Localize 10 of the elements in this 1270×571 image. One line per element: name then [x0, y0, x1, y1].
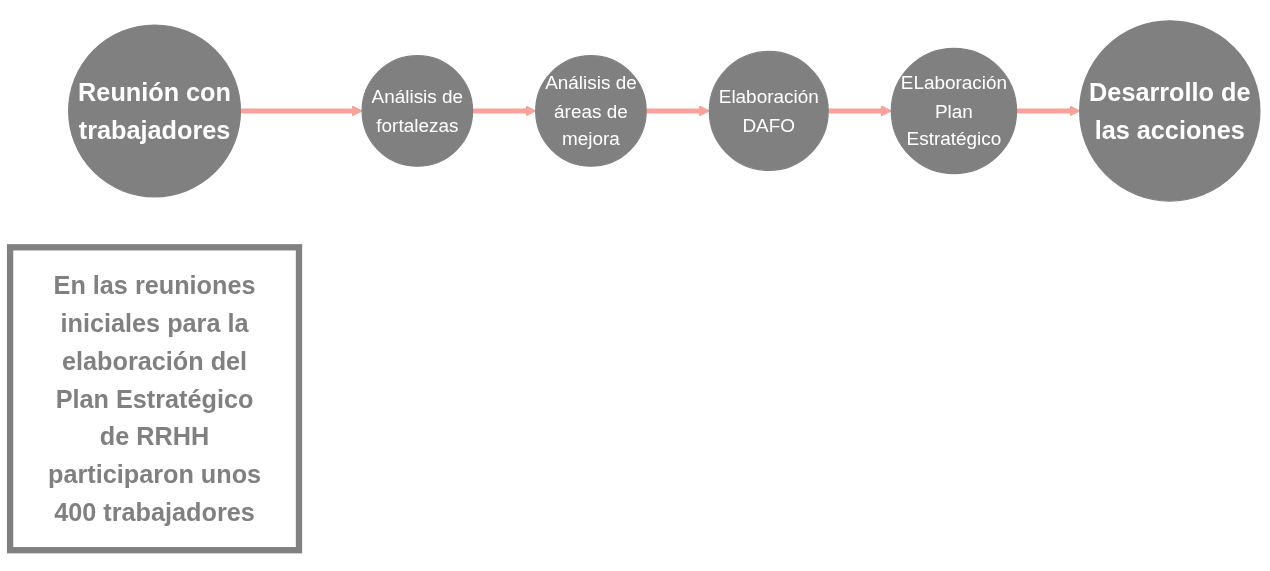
node-circle: Desarrollo de las acciones	[1079, 20, 1261, 202]
arrow	[646, 105, 710, 117]
node-circle: Reunión con trabajadores	[68, 24, 242, 198]
arrow	[240, 105, 363, 117]
arrow	[828, 105, 892, 117]
node-circle: Análisis de áreas de mejora	[535, 55, 647, 167]
node-box: En las reuniones iniciales para la elaboración del Plan Estratégico de RRHH participaron unos 400 trabajadores	[6, 244, 303, 554]
node-circle: Elaboración DAFO	[708, 50, 829, 171]
node-circle: ELaboración Plan Estratégico	[890, 47, 1018, 175]
node-circle: Análisis de fortalezas	[361, 55, 474, 167]
